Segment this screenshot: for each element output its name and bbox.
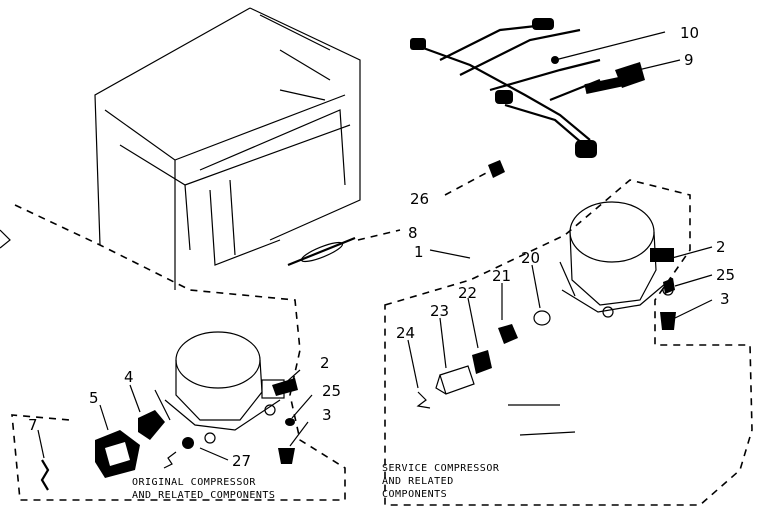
relay-part-4 bbox=[138, 410, 165, 440]
callout-27: 27 bbox=[232, 452, 251, 470]
callout-1: 1 bbox=[414, 243, 424, 261]
part-3-service bbox=[660, 312, 676, 330]
part-25-service bbox=[663, 278, 675, 294]
blank-mark-2 bbox=[519, 431, 576, 436]
overload-part-5 bbox=[95, 430, 140, 478]
callout-4: 4 bbox=[124, 368, 134, 386]
filter-drier-part-8 bbox=[287, 236, 356, 267]
caption-service-line3: COMPONENTS bbox=[382, 489, 447, 500]
clip-part-7 bbox=[40, 459, 50, 491]
callout-8: 8 bbox=[408, 224, 418, 242]
wiring-harness bbox=[410, 18, 645, 158]
part-27 bbox=[163, 437, 194, 469]
caption-original-line2: AND RELATED COMPONENTS bbox=[132, 490, 275, 501]
callout-23: 23 bbox=[430, 302, 449, 320]
callout-7: 7 bbox=[28, 416, 38, 434]
caption-original-line1: ORIGINAL COMPRESSOR bbox=[132, 477, 256, 488]
leader-lines bbox=[37, 31, 713, 461]
callout-5: 5 bbox=[89, 389, 99, 407]
service-compressor bbox=[559, 201, 674, 318]
callout-24: 24 bbox=[396, 324, 415, 342]
callout-21: 21 bbox=[492, 267, 511, 285]
caption-service-line1: SERVICE COMPRESSOR bbox=[382, 463, 500, 474]
original-components-boundary bbox=[11, 204, 346, 501]
callout-2-original: 2 bbox=[320, 354, 330, 372]
part-23 bbox=[435, 365, 475, 395]
callout-22: 22 bbox=[458, 284, 477, 302]
callout-9: 9 bbox=[684, 51, 694, 69]
callout-25-service: 25 bbox=[716, 266, 735, 284]
callout-3-service: 3 bbox=[720, 290, 730, 308]
connector-part-26 bbox=[488, 160, 505, 178]
part-22 bbox=[472, 350, 492, 374]
part-20 bbox=[533, 310, 551, 326]
callout-10: 10 bbox=[680, 24, 699, 42]
callout-26: 26 bbox=[410, 190, 429, 208]
callout-2-service: 2 bbox=[716, 238, 726, 256]
service-components-boundary bbox=[384, 179, 753, 506]
original-compressor bbox=[154, 331, 298, 444]
grommet-part-3-original bbox=[278, 448, 295, 464]
cabinet-outline bbox=[0, 7, 361, 290]
part-24 bbox=[416, 391, 431, 409]
grommet-part-25-original bbox=[285, 418, 295, 426]
callout-25-original: 25 bbox=[322, 382, 341, 400]
caption-service-line2: AND RELATED bbox=[382, 476, 454, 487]
part-21 bbox=[498, 324, 518, 344]
callout-3-original: 3 bbox=[322, 406, 332, 424]
callout-20: 20 bbox=[521, 249, 540, 267]
